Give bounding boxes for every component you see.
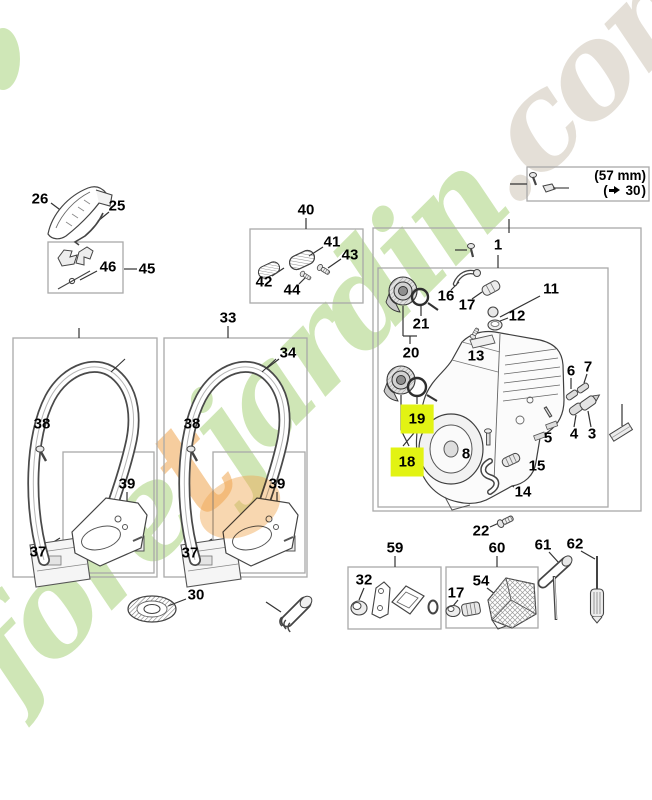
crankcase-part: [415, 330, 565, 511]
right-arrow-icon: [608, 186, 620, 195]
bar-part-far-right: [608, 422, 634, 442]
subassembly-45-box: [47, 241, 124, 294]
spring-part-41: [286, 247, 318, 273]
oil-pump-part-20: [383, 365, 438, 402]
pin-part-7: [576, 382, 590, 394]
spring-part-42: [256, 259, 282, 281]
rod-part-25: [73, 212, 104, 246]
callout-line2: ( 30): [603, 183, 646, 198]
main-assembly-inner-box: [377, 267, 609, 508]
pin-part-6: [565, 389, 579, 401]
filter-set-60-box: [445, 566, 539, 629]
plug-part-15: [501, 452, 521, 468]
latch-parts-45-46: [57, 246, 94, 290]
plate-left-inner-box: [62, 451, 155, 574]
washer-part-30: [127, 595, 177, 623]
bracket-part-16: [452, 269, 481, 287]
callout-line1: (57 mm): [594, 168, 646, 183]
handlebar-assembly-left: [30, 359, 147, 587]
hook-part-14: [480, 458, 500, 495]
oil-pump-part-21: [385, 276, 439, 313]
screw-part-43: [315, 263, 332, 277]
screwdriver-tool-62: [589, 556, 605, 624]
wrench-tool-61: [537, 555, 573, 621]
hand-guard-part-26: [47, 186, 113, 240]
gasket-parts-59: [350, 581, 439, 619]
main-assembly-outer-box: [372, 227, 642, 512]
elbow-connector-part: [279, 595, 313, 633]
callout-57mm-icons: [529, 172, 569, 193]
screw-part-near-1: [467, 243, 475, 258]
screw-part-44: [298, 269, 313, 282]
watermark-corner-fragment: [0, 28, 20, 90]
pin-part-8: [484, 428, 492, 446]
screw-part-22: [495, 513, 515, 530]
watermark-orange-blob: [199, 475, 281, 539]
plug-part-3: [579, 394, 601, 411]
valve-parts-12: [487, 306, 503, 331]
air-filter-part-54: [487, 577, 537, 630]
handlebar-assembly-right: [181, 359, 298, 587]
gasket-set-59-box: [347, 566, 442, 630]
valve-part-17-bottom: [445, 601, 481, 618]
o-ring-part-19: [406, 376, 428, 398]
pin-part-5: [543, 406, 553, 418]
callout-57mm-text: (57 mm) ( 30): [550, 168, 646, 198]
valve-part-17-top: [481, 280, 501, 296]
